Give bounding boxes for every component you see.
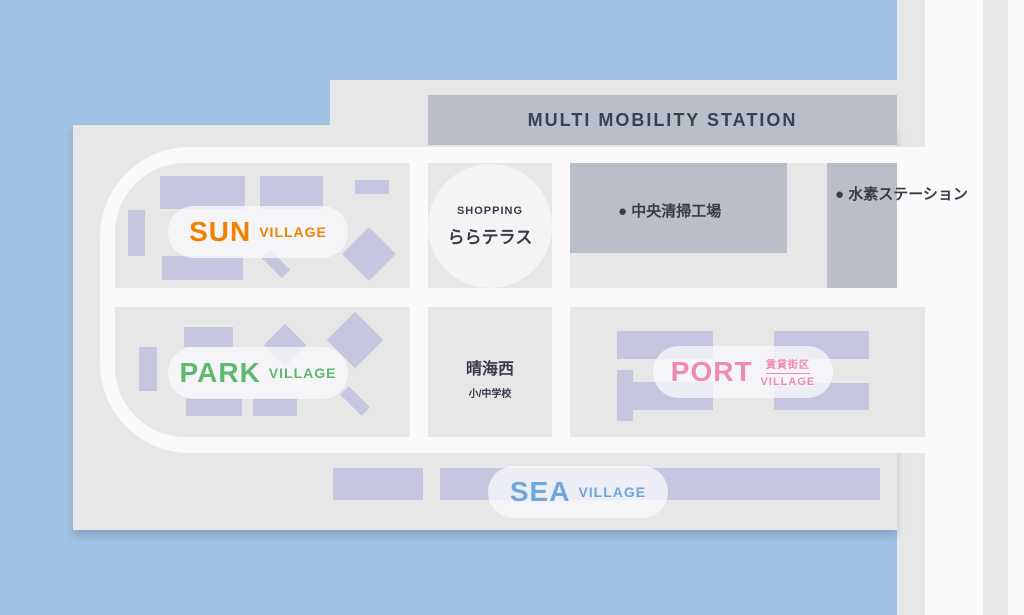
school-name: 晴海西 bbox=[465, 361, 514, 378]
building bbox=[128, 210, 145, 256]
building bbox=[184, 327, 233, 347]
school: 晴海西 小/中学校 bbox=[428, 355, 552, 400]
shopping-label: SHOPPING bbox=[456, 204, 524, 217]
village-suffix: VILLAGE bbox=[760, 376, 816, 388]
east-road bbox=[925, 0, 983, 615]
village-suffix: VILLAGE bbox=[268, 365, 337, 381]
village-suffix: VILLAGE bbox=[259, 224, 327, 240]
building bbox=[139, 347, 157, 391]
village-name: PARK bbox=[179, 357, 261, 388]
building bbox=[333, 468, 423, 500]
hydrogen-station bbox=[827, 163, 897, 288]
park-village-label[interactable]: PARK VILLAGE bbox=[168, 347, 348, 399]
cleaning-plant-label: ● 中央清掃工場 bbox=[618, 200, 721, 221]
building bbox=[260, 176, 323, 209]
facility-name: 水素ステーション bbox=[848, 186, 968, 203]
village-suffix: VILLAGE bbox=[578, 484, 647, 500]
building bbox=[160, 176, 245, 209]
sun-village-label[interactable]: SUN VILLAGE bbox=[168, 206, 348, 258]
school-block bbox=[428, 307, 552, 437]
school-sub: 小/中学校 bbox=[468, 389, 512, 400]
port-kanji: 賃貸街区 bbox=[765, 356, 810, 374]
village-name: SEA bbox=[509, 476, 571, 507]
cleaning-plant bbox=[570, 163, 787, 253]
building bbox=[162, 256, 243, 280]
building bbox=[617, 370, 633, 421]
shopping-lalaterrace[interactable]: SHOPPING ららテラス bbox=[428, 164, 552, 288]
facility-name: 中央清掃工場 bbox=[631, 203, 722, 220]
building bbox=[186, 398, 242, 416]
dot-icon: ● bbox=[618, 203, 632, 220]
sea-village-label[interactable]: SEA VILLAGE bbox=[488, 466, 668, 518]
shopping-name: ららテラス bbox=[447, 227, 533, 247]
building bbox=[253, 398, 297, 416]
east-road-edge bbox=[1008, 0, 1024, 615]
village-name: PORT bbox=[670, 356, 753, 387]
hydrogen-station-label: ● 水素ステーション bbox=[835, 183, 968, 204]
port-sub: 賃貸街区 VILLAGE bbox=[761, 356, 816, 388]
port-village-label[interactable]: PORT 賃貸街区 VILLAGE bbox=[653, 346, 833, 398]
multi-mobility-station-label: MULTI MOBILITY STATION bbox=[527, 109, 798, 130]
village-name: SUN bbox=[189, 216, 252, 247]
dot-icon: ● bbox=[835, 186, 849, 203]
building bbox=[355, 180, 389, 194]
multi-mobility-station: MULTI MOBILITY STATION bbox=[428, 95, 897, 145]
